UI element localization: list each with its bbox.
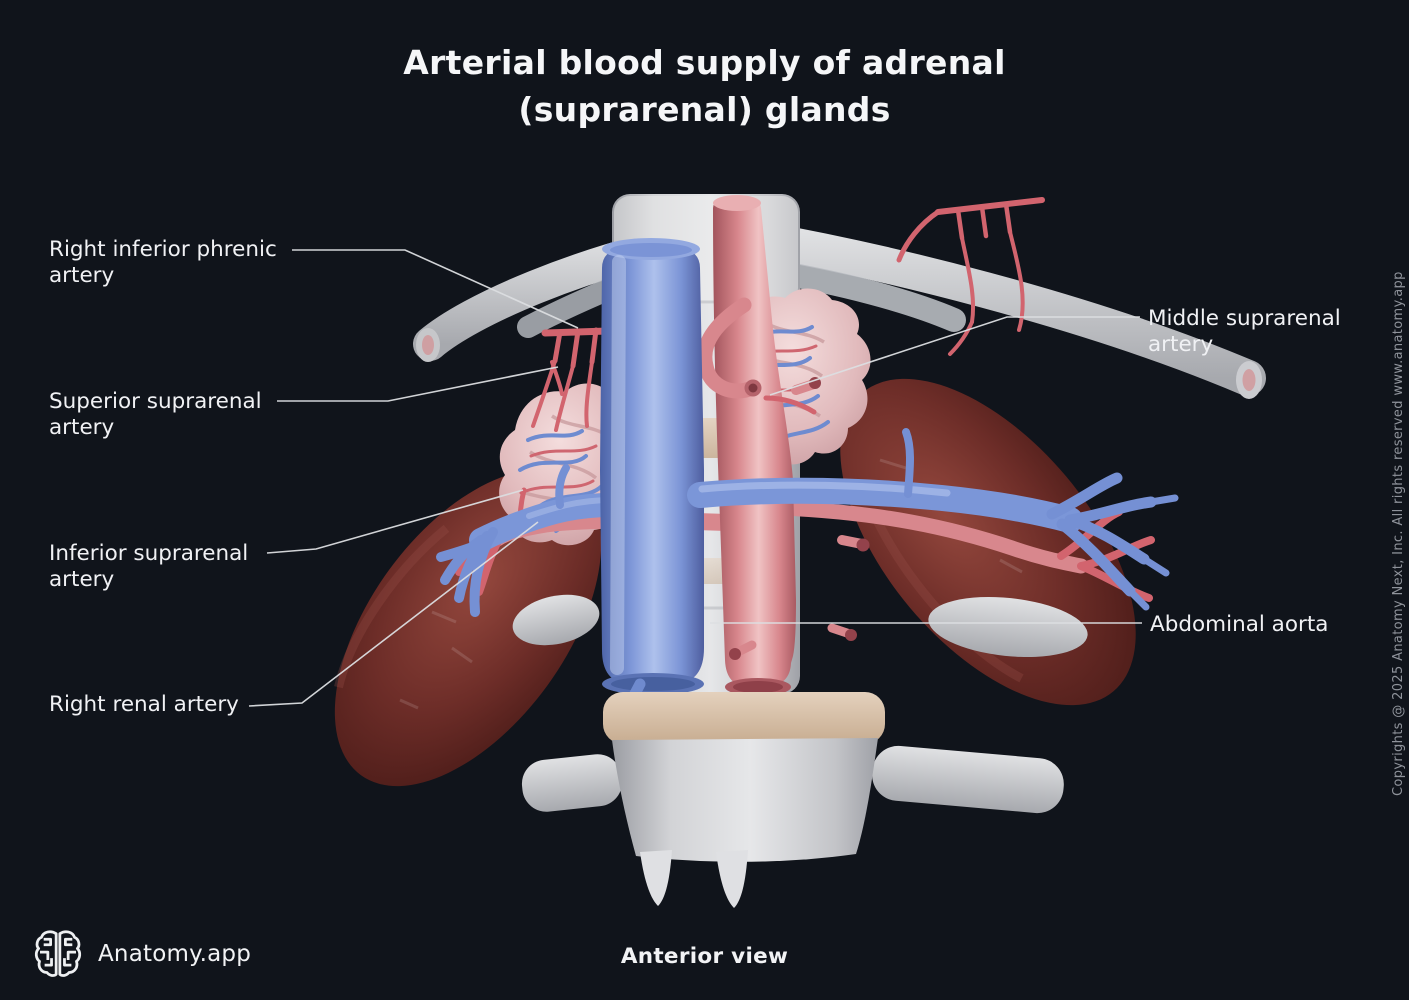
lumbar-vertebra-icon [521,692,1064,908]
copyright-text: Copyrights @ 2025 Anatomy Next, Inc. All… [1391,271,1406,796]
label-superior-suprarenal-artery: Superior suprarenal artery [49,389,262,441]
view-caption: Anterior view [620,944,789,969]
transverse-process-icon [928,596,1088,658]
label-right-inferior-phrenic-artery: Right inferior phrenic artery [49,237,277,289]
page-title-line2: (suprarenal) glands [518,89,891,129]
page-title: Arterial blood supply of adrenal (suprar… [0,40,1409,134]
label-abdominal-aorta: Abdominal aorta [1150,612,1329,637]
page-title-line1: Arterial blood supply of adrenal [403,43,1006,82]
brand-logo[interactable]: Anatomy.app [34,928,251,980]
label-right-renal-artery: Right renal artery [49,692,239,717]
brain-logo-icon [34,930,82,977]
brand-label: Anatomy.app [98,941,252,967]
label-inferior-suprarenal-artery: Inferior suprarenal artery [49,541,249,593]
label-middle-suprarenal-artery: Middle suprarenal artery [1148,306,1341,358]
